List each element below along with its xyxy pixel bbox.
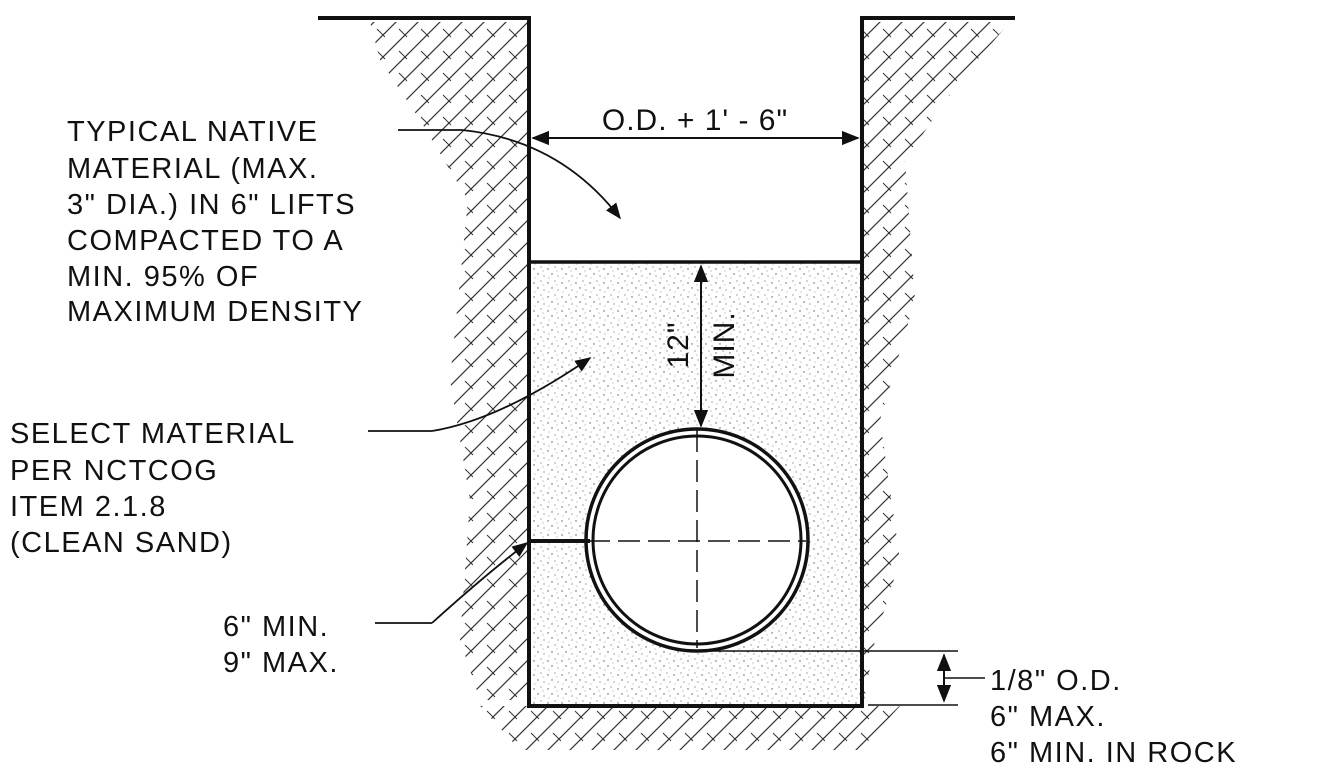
- select-material-leader: [368, 357, 592, 432]
- side-clearance-label: 6" MIN. 9" MAX.: [223, 611, 339, 679]
- cover-qualifier-label: MIN.: [708, 311, 741, 378]
- select-material-label: SELECT MATERIAL PER NCTCOG ITEM 2.1.8 (C…: [10, 418, 304, 559]
- trench-outline: [527, 16, 864, 708]
- trench-width-label: O.D. + 1' - 6": [602, 104, 788, 137]
- native-material-leader: [398, 129, 621, 220]
- native-material-label: TYPICAL NATIVE MATERIAL (MAX. 3" DIA.) I…: [67, 116, 366, 328]
- soil-hatching: [370, 22, 1010, 750]
- trench-width-dimension: O.D. + 1' - 6": [531, 104, 860, 146]
- bedding-dimension: [700, 650, 985, 706]
- pipe-centerlines: [588, 430, 806, 648]
- cover-value-label: 12": [662, 321, 695, 368]
- side-clearance-leader: [375, 542, 529, 624]
- bedding-label: 1/8" O.D. 6" MAX. 6" MIN. IN ROCK: [990, 665, 1237, 769]
- cover-dimension: 12" MIN.: [662, 264, 741, 428]
